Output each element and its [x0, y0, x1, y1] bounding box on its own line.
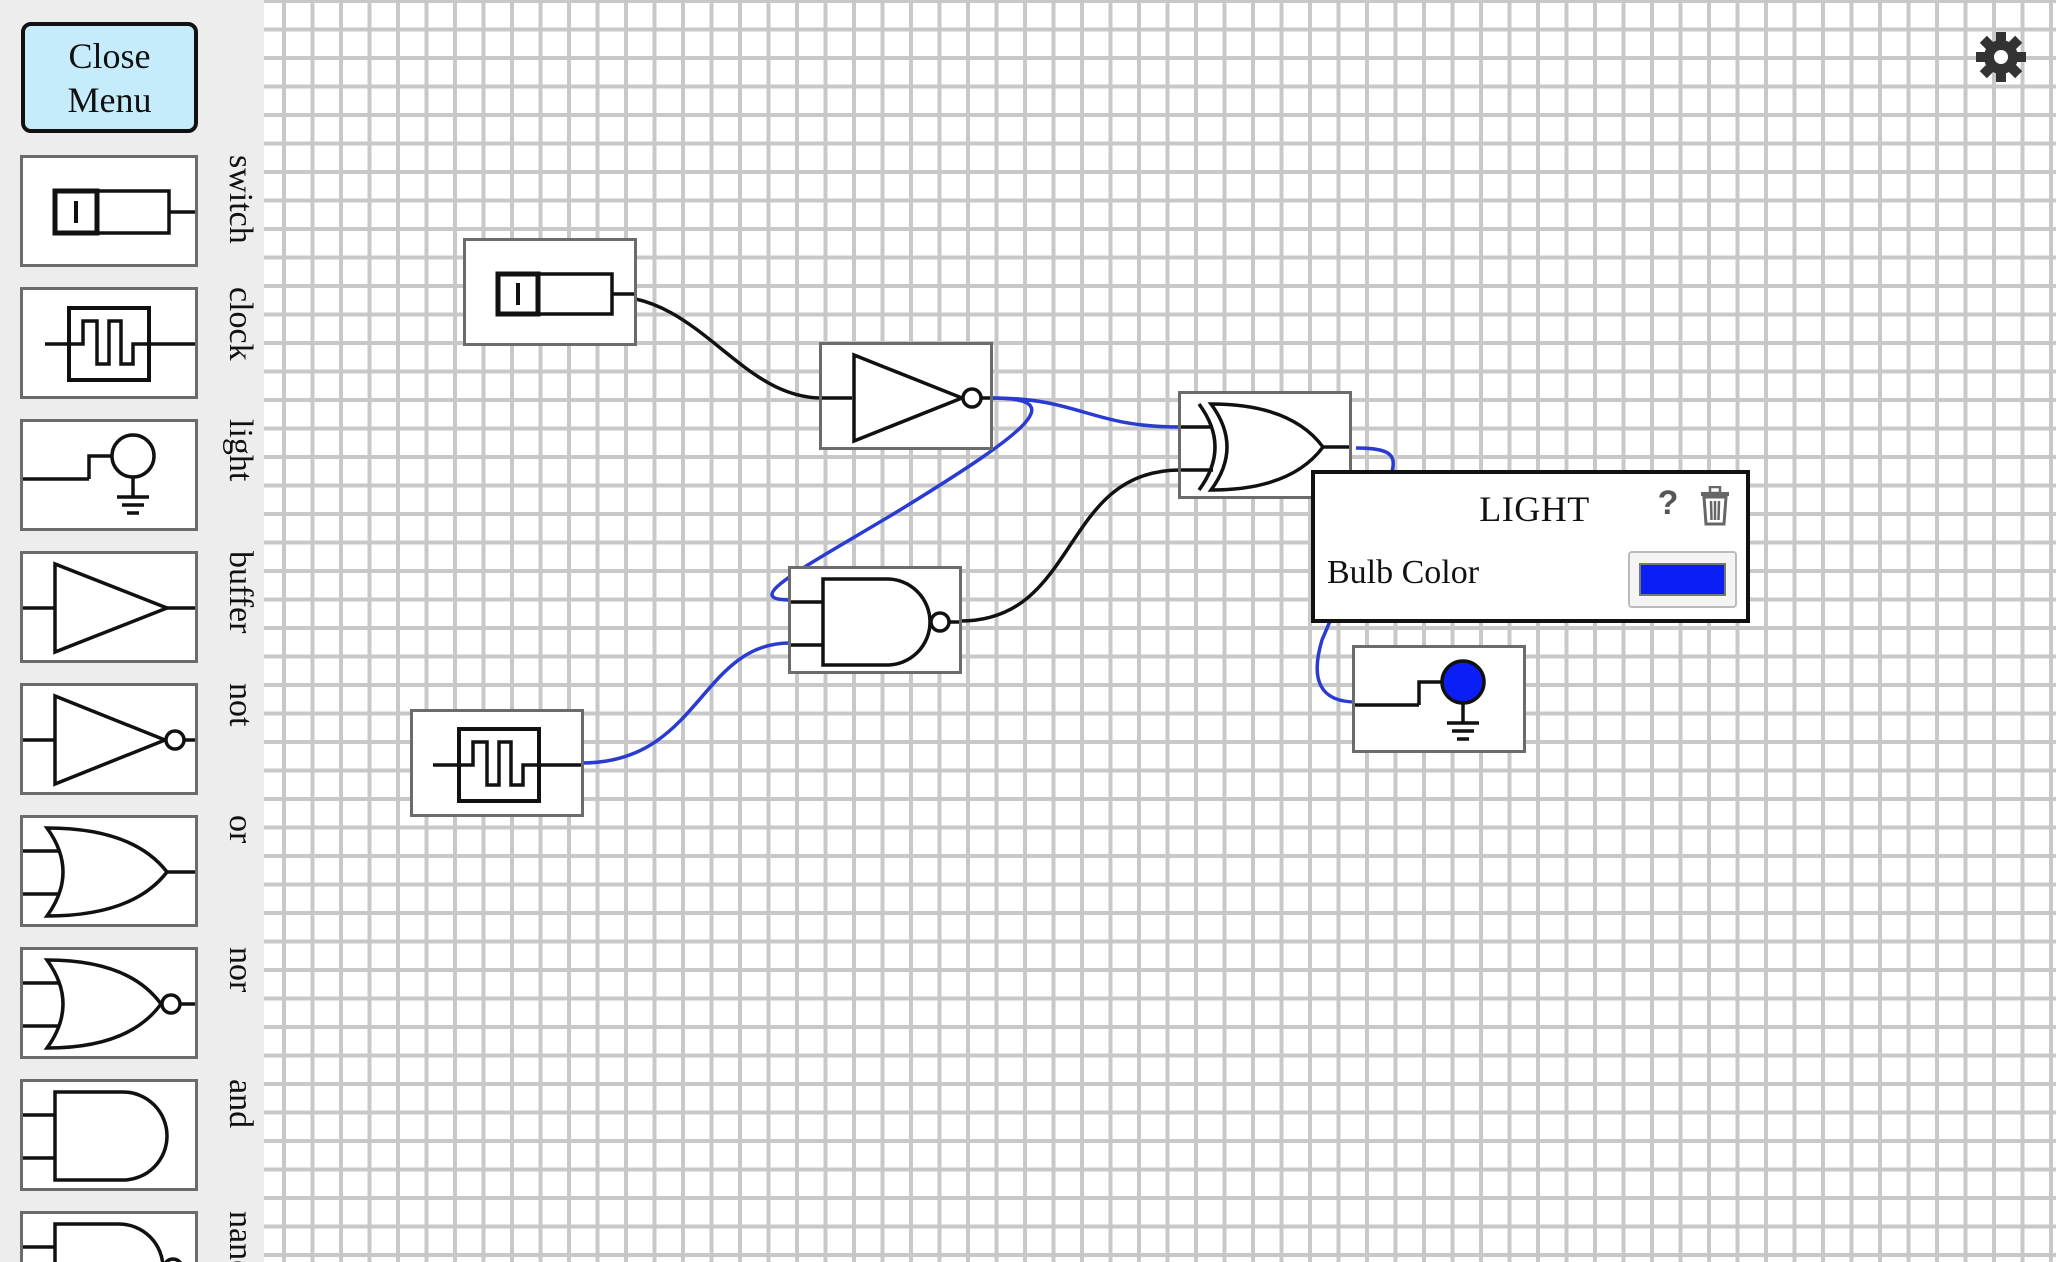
palette-tile-not [20, 683, 198, 795]
palette-tile-or [20, 815, 198, 927]
palette-label: and [222, 1079, 259, 1129]
palette-tile-clock [20, 287, 198, 399]
clock-component[interactable] [410, 709, 584, 817]
xor-gate-icon [1181, 402, 1349, 492]
palette-tile-buffer [20, 551, 198, 663]
clock-icon [45, 306, 195, 382]
or-gate-icon [23, 826, 195, 918]
gear-icon [1976, 32, 2026, 82]
wire-switch-to-not[interactable] [609, 294, 823, 400]
palette-label: light [222, 419, 259, 482]
palette-label: buffer [222, 551, 259, 634]
xor-component[interactable] [1178, 391, 1352, 499]
not-gate-icon [822, 352, 990, 444]
buffer-gate-icon [23, 561, 195, 655]
palette-label: not [222, 683, 259, 727]
delete-button[interactable] [1699, 485, 1731, 526]
light-properties-popup: LIGHT ? Bulb Color [1311, 470, 1750, 623]
nand-component[interactable] [788, 566, 962, 674]
palette-item-nand[interactable]: nand [20, 1211, 260, 1262]
palette-tile-nor [20, 947, 198, 1059]
and-gate-icon [23, 1090, 169, 1182]
palette-label: clock [222, 287, 259, 361]
palette-item-buffer[interactable]: buffer [20, 551, 260, 663]
bulb-color-picker[interactable] [1628, 551, 1737, 608]
settings-button[interactable] [1974, 30, 2028, 84]
help-icon[interactable]: ? [1657, 484, 1679, 522]
nor-gate-icon [23, 958, 195, 1050]
palette-tile-light [20, 419, 198, 531]
light-icon [1355, 659, 1486, 741]
palette-item-nor[interactable]: nor [20, 947, 260, 1059]
light-icon [23, 433, 156, 515]
wire-xor-to-light[interactable] [1315, 446, 1395, 704]
switch-icon [52, 188, 195, 236]
bulb-color-label: Bulb Color [1327, 554, 1480, 591]
trash-icon [1701, 485, 1729, 526]
palette-tile-nand [20, 1211, 198, 1262]
palette-tile-and [20, 1079, 198, 1191]
wire-clock-to-nand[interactable] [581, 641, 791, 765]
palette-label: switch [222, 155, 259, 244]
not-gate-icon [23, 693, 195, 787]
nand-gate-icon [23, 1222, 182, 1262]
wire-nand-to-xor[interactable] [959, 468, 1181, 623]
popup-title: LIGHT [1479, 489, 1590, 529]
close-menu-label: Close Menu [67, 35, 152, 120]
palette-item-light[interactable]: light [20, 419, 260, 531]
clock-icon [433, 727, 581, 803]
palette-item-clock[interactable]: clock [20, 287, 260, 399]
palette-item-switch[interactable]: switch [20, 155, 260, 267]
component-palette: Close Menu switch clock [0, 0, 264, 1262]
bulb-color-swatch [1639, 563, 1726, 596]
wire-not-to-xor[interactable] [991, 396, 1181, 429]
light-component[interactable] [1352, 645, 1526, 753]
wire-not-to-nand[interactable] [770, 396, 1034, 602]
palette-item-and[interactable]: and [20, 1079, 260, 1191]
palette-item-not[interactable]: not [20, 683, 260, 795]
close-menu-button[interactable]: Close Menu [21, 22, 198, 133]
nand-gate-icon [791, 577, 959, 667]
palette-item-or[interactable]: or [20, 815, 260, 927]
switch-icon [495, 271, 634, 317]
palette-label: nand [222, 1211, 259, 1262]
palette-label: nor [222, 947, 259, 993]
palette-tile-switch [20, 155, 198, 267]
not-component[interactable] [819, 342, 993, 450]
palette-label: or [222, 815, 259, 844]
switch-component[interactable] [463, 238, 637, 346]
